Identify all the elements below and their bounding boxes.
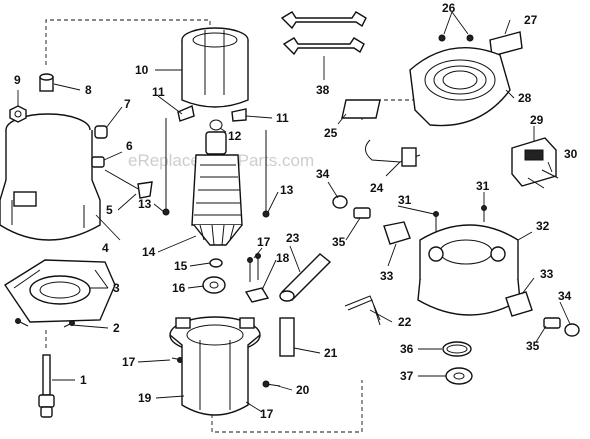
- callout-37: 37: [400, 369, 414, 383]
- callout-17-top: 17: [257, 235, 271, 249]
- part-9-nut: [9, 105, 27, 123]
- callout-9: 9: [14, 73, 21, 87]
- part-20-screw: [262, 380, 281, 388]
- callout-16: 16: [172, 281, 186, 295]
- callout-34-right: 34: [558, 289, 572, 303]
- part-37-bearing: [445, 367, 473, 385]
- callout-24: 24: [370, 181, 384, 195]
- part-35-brush-right: [543, 317, 561, 329]
- part-3-base-plate: [4, 259, 116, 323]
- assembly-guide-lines: [45, 19, 420, 433]
- part-32-field-housing: [417, 224, 521, 316]
- callout-17-left: 17: [122, 355, 136, 369]
- callout-25: 25: [324, 126, 338, 140]
- callout-11-right: 11: [276, 111, 289, 125]
- callout-6: 6: [126, 139, 133, 153]
- callout-2: 2: [113, 321, 120, 335]
- part-29-switch: [511, 137, 557, 187]
- callout-22: 22: [398, 315, 412, 329]
- callout-28: 28: [518, 91, 532, 105]
- part-19-motor-housing: [169, 316, 261, 416]
- callout-labels: 1 2 3 4 5 6 7 8 9 10 11 11 12 13 13 14 1…: [14, 1, 578, 421]
- callout-11-left: 11: [152, 85, 165, 99]
- part-34-cap-left: [332, 195, 348, 209]
- part-18-brush-holder: [244, 287, 270, 303]
- part-23-cord-protector: [279, 253, 332, 302]
- callout-3: 3: [113, 281, 120, 295]
- part-15-washer: [209, 258, 223, 268]
- leader-lines: [17, 11, 571, 413]
- part-24-wire: [365, 139, 421, 167]
- callout-20: 20: [296, 383, 310, 397]
- callout-13-right: 13: [280, 183, 294, 197]
- callout-33-right: 33: [540, 267, 554, 281]
- callout-15: 15: [174, 259, 188, 273]
- part-4-base-housing: [0, 113, 101, 241]
- part-13-screws: [162, 118, 270, 218]
- part-5-clamp-screw: [104, 169, 153, 199]
- part-35-brush-left: [353, 207, 371, 219]
- part-8-nut: [39, 73, 54, 92]
- callout-14: 14: [142, 245, 156, 259]
- part-30-screws: [527, 169, 559, 189]
- callout-21: 21: [324, 346, 338, 360]
- part-28-top-cap: [409, 47, 511, 127]
- part-25-label: [341, 99, 381, 119]
- part-10-sleeve: [181, 27, 249, 108]
- part-2-screws: [15, 318, 75, 328]
- part-33-brush-holder-left: [383, 221, 411, 245]
- callout-8: 8: [85, 83, 92, 97]
- callout-7: 7: [124, 97, 131, 111]
- part-38-wrenches: [280, 11, 367, 80]
- part-27-nameplate: [489, 31, 523, 57]
- callout-5: 5: [106, 203, 113, 217]
- callout-27: 27: [524, 13, 538, 27]
- part-14-armature: [191, 131, 243, 246]
- part-22-cord-clip: [344, 295, 381, 326]
- callout-23: 23: [286, 231, 300, 245]
- callout-33-left: 33: [380, 269, 394, 283]
- callout-32: 32: [536, 219, 550, 233]
- part-26-screws: [438, 34, 474, 42]
- callout-31-left: 31: [398, 193, 412, 207]
- part-12-o-ring: [209, 119, 223, 131]
- callout-12: 12: [228, 129, 242, 143]
- part-1-rod: [38, 354, 55, 418]
- part-36-spring: [442, 341, 472, 357]
- part-11-bracket-right: [231, 108, 247, 122]
- callout-38: 38: [316, 83, 330, 97]
- callout-10: 10: [135, 63, 149, 77]
- part-16-bearing: [202, 276, 226, 294]
- callout-1: 1: [80, 373, 87, 387]
- callout-26: 26: [442, 1, 456, 15]
- callout-35-right: 35: [526, 339, 540, 353]
- part-21-label: [279, 317, 295, 357]
- callout-30: 30: [564, 147, 578, 161]
- part-7-fitting: [94, 125, 108, 139]
- part-11-bracket-left: [177, 105, 195, 122]
- callout-31-right: 31: [476, 179, 490, 193]
- callout-29: 29: [530, 113, 544, 127]
- callout-18: 18: [276, 251, 290, 265]
- callout-19: 19: [138, 391, 152, 405]
- part-6-fitting: [91, 156, 105, 168]
- callout-4: 4: [102, 241, 109, 255]
- part-34-cap-right: [564, 323, 580, 337]
- part-33-brush-holder-right: [505, 291, 533, 317]
- callout-13-left: 13: [138, 197, 152, 211]
- callout-34-left: 34: [316, 167, 330, 181]
- callout-17-bottom: 17: [260, 407, 274, 421]
- callout-36: 36: [400, 342, 414, 356]
- callout-35-left: 35: [332, 235, 346, 249]
